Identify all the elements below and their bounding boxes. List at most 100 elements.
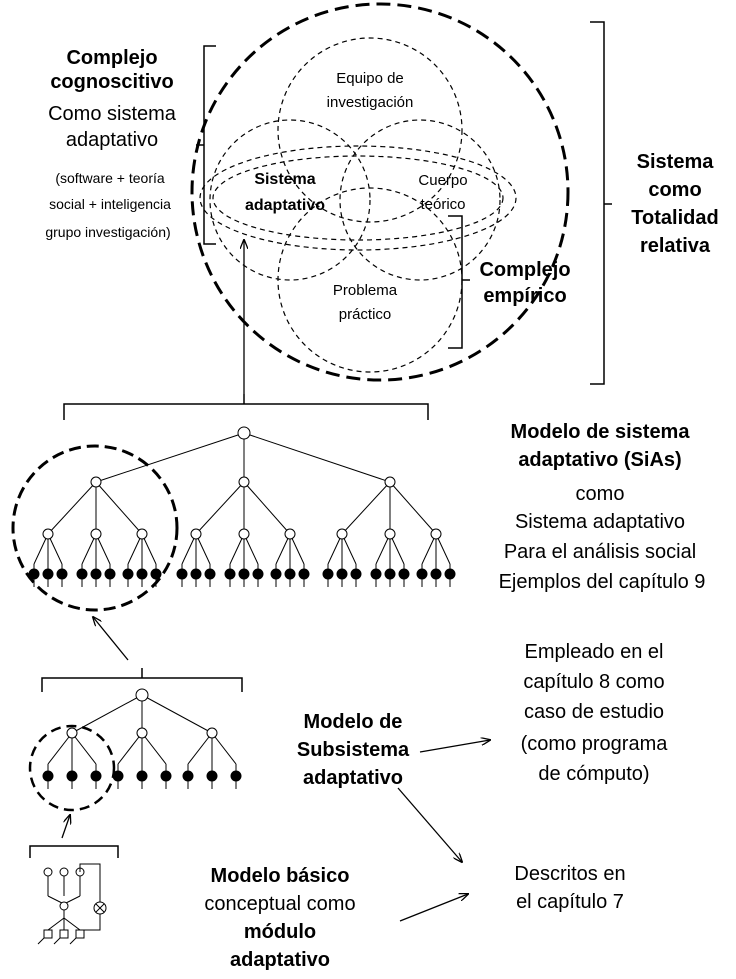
employed-label-2: capítulo 8 como bbox=[523, 671, 665, 693]
equipo-label-2: investigación bbox=[326, 94, 414, 111]
tree-node bbox=[190, 528, 202, 540]
tree-leaf-node bbox=[298, 568, 310, 580]
bm-box-2 bbox=[59, 929, 69, 939]
tree-node bbox=[136, 528, 148, 540]
tree-node bbox=[42, 528, 54, 540]
described-label-2: el capítulo 7 bbox=[516, 891, 624, 913]
tree-node bbox=[284, 528, 296, 540]
tree-edge bbox=[243, 533, 259, 565]
basic-label-4: adaptativo bbox=[229, 949, 331, 971]
employed-label-5: de cómputo) bbox=[538, 763, 650, 785]
sistema-label-1: Sistema bbox=[254, 171, 316, 188]
cognitive-detail-2: social + inteligencia bbox=[49, 196, 171, 212]
tree-node bbox=[66, 727, 78, 739]
tree-edge bbox=[195, 533, 211, 565]
subsystem-bracket bbox=[41, 668, 243, 692]
employed-label-4: (como programa bbox=[520, 733, 668, 755]
tree-node bbox=[90, 476, 102, 488]
arrow-to-sias bbox=[93, 617, 129, 661]
tree-edge bbox=[243, 432, 391, 483]
tree-leaf-node bbox=[160, 770, 172, 782]
circle-sistema bbox=[209, 119, 371, 281]
tree-leaf-node bbox=[384, 568, 396, 580]
equipo-label-1: Equipo de bbox=[336, 70, 404, 87]
tree-node bbox=[238, 476, 250, 488]
arrow-basic-to-described bbox=[399, 894, 468, 922]
tree-edge bbox=[389, 533, 405, 565]
tree-edge bbox=[95, 481, 143, 535]
tree-edge bbox=[327, 533, 343, 565]
empirical-label-2: empírico bbox=[483, 285, 567, 307]
tree-edge bbox=[375, 533, 391, 565]
tree-edge bbox=[341, 533, 357, 565]
bm-node-1 bbox=[43, 867, 53, 877]
tree-edge bbox=[141, 732, 167, 765]
tree-node bbox=[430, 528, 442, 540]
subsystem-label-2: Subsistema bbox=[296, 739, 410, 761]
sias-label-1: Modelo de sistema bbox=[510, 421, 690, 443]
cognitive-detail-3: grupo investigación) bbox=[45, 224, 171, 240]
tree-edge bbox=[33, 533, 49, 565]
tree-leaf-node bbox=[90, 568, 102, 580]
tree-leaf-node bbox=[322, 568, 334, 580]
tree-node bbox=[206, 727, 218, 739]
subsystem-label-1: Modelo de bbox=[303, 711, 403, 733]
tree-edge bbox=[243, 481, 291, 535]
cognitive-detail-1: (software + teoría bbox=[55, 170, 165, 186]
tree-node bbox=[237, 426, 251, 440]
tree-leaf-node bbox=[66, 770, 78, 782]
bm-box-1 bbox=[43, 929, 53, 939]
totality-label-4: relativa bbox=[639, 235, 711, 257]
basic-module-diagram bbox=[37, 863, 107, 945]
tree-leaf-node bbox=[42, 770, 54, 782]
tree-leaf-node bbox=[336, 568, 348, 580]
described-label-1: Descritos en bbox=[514, 863, 626, 885]
arrow-subsystem-to-employed bbox=[419, 740, 490, 753]
tree-edge bbox=[95, 533, 111, 565]
sias-label-5: Para el análisis social bbox=[503, 541, 697, 563]
tree-edge bbox=[181, 533, 197, 565]
tree-leaf-node bbox=[136, 770, 148, 782]
tree-edge bbox=[47, 481, 97, 535]
cognitive-title-2: cognoscitivo bbox=[50, 71, 174, 93]
problema-label-1: Problema bbox=[332, 282, 398, 299]
tree-edge bbox=[275, 533, 291, 565]
subsystem-tree bbox=[42, 688, 242, 789]
problema-label-2: práctico bbox=[338, 306, 392, 323]
totality-circle bbox=[190, 2, 570, 382]
sias-label-4: Sistema adaptativo bbox=[514, 511, 686, 533]
basic-label-3: módulo bbox=[243, 921, 317, 943]
tree-leaf-node bbox=[90, 770, 102, 782]
tree-leaf-node bbox=[350, 568, 362, 580]
tree-edge bbox=[187, 732, 213, 765]
cognitive-sub-1: Como sistema bbox=[48, 103, 176, 125]
tree-edge bbox=[195, 481, 245, 535]
tree-edge bbox=[141, 533, 157, 565]
tree-leaf-node bbox=[204, 568, 216, 580]
cognitive-title-1: Complejo bbox=[66, 47, 158, 69]
cuerpo-label-2: teórico bbox=[420, 196, 466, 213]
outer-ellipse bbox=[199, 145, 517, 251]
bm-box-3 bbox=[75, 929, 85, 939]
subsystem-highlight-circle bbox=[28, 724, 116, 812]
totality-label-2: como bbox=[648, 179, 702, 201]
sias-highlight-circle bbox=[11, 444, 179, 612]
tree-edge bbox=[435, 533, 451, 565]
ellipses bbox=[199, 145, 517, 251]
tree-leaf-node bbox=[56, 568, 68, 580]
sias-label-2: adaptativo (SiAs) bbox=[518, 449, 682, 471]
tree-edge bbox=[141, 694, 213, 734]
tree-leaf-node bbox=[136, 568, 148, 580]
tree-edge bbox=[389, 481, 437, 535]
basic-label-1: Modelo básico bbox=[210, 865, 350, 887]
tree-leaf-node bbox=[398, 568, 410, 580]
sistema-label-2: adaptativo bbox=[244, 197, 325, 214]
arrow-subsystem-to-described bbox=[397, 787, 462, 862]
empirical-label-1: Complejo bbox=[479, 259, 571, 281]
tree-edge bbox=[117, 732, 143, 765]
basic-bracket bbox=[29, 845, 119, 858]
basic-label-2: conceptual como bbox=[204, 893, 356, 915]
subsystem-label-3: adaptativo bbox=[302, 767, 404, 789]
